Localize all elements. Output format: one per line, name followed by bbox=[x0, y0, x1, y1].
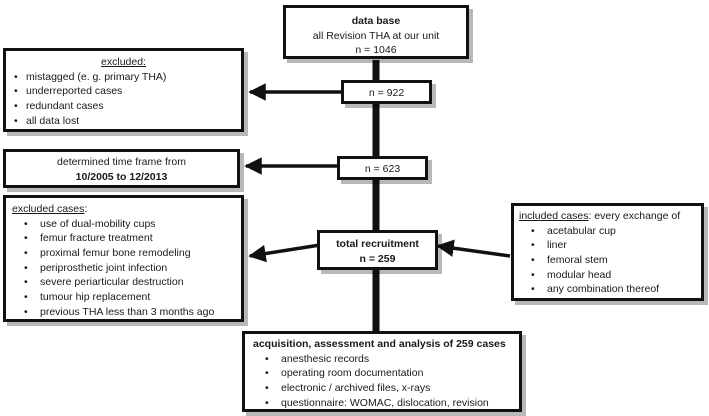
included-cases-list: acetabular cup liner femoral stem modula… bbox=[519, 224, 696, 297]
excluded-box: excluded: mistagged (e. g. primary THA) … bbox=[3, 48, 244, 132]
included-cases-heading: included cases: every exchange of bbox=[519, 209, 696, 224]
list-item: use of dual-mobility cups bbox=[12, 217, 235, 232]
list-item: any combination thereof bbox=[519, 282, 696, 297]
list-item: tumour hip replacement bbox=[12, 290, 235, 305]
list-item: mistagged (e. g. primary THA) bbox=[12, 70, 235, 85]
list-item: modular head bbox=[519, 268, 696, 283]
list-item: severe periarticular destruction bbox=[12, 275, 235, 290]
list-item: questionnaire: WOMAC, dislocation, revis… bbox=[253, 396, 511, 411]
included-cases-box: included cases: every exchange of acetab… bbox=[511, 203, 704, 301]
arrow-to-excluded-cases bbox=[248, 243, 321, 263]
list-item: redundant cases bbox=[12, 99, 235, 114]
list-item: electronic / archived files, x-rays bbox=[253, 381, 511, 396]
list-item: liner bbox=[519, 238, 696, 253]
total-recruitment-count: n = 259 bbox=[359, 252, 396, 265]
included-cases-suffix: : every exchange of bbox=[588, 210, 681, 222]
list-item: operating room documentation bbox=[253, 366, 511, 381]
list-item: all data lost bbox=[12, 114, 235, 129]
excluded-cases-list: use of dual-mobility cups femur fracture… bbox=[12, 217, 235, 320]
time-frame-box: determined time frame from 10/2005 to 12… bbox=[3, 149, 240, 188]
arrow-from-included-cases bbox=[436, 239, 511, 258]
acquisition-box: acquisition, assessment and analysis of … bbox=[242, 331, 522, 412]
list-item: periprosthetic joint infection bbox=[12, 261, 235, 276]
database-title: data base bbox=[351, 15, 401, 27]
excluded-cases-colon: : bbox=[84, 203, 88, 215]
list-item: femur fracture treatment bbox=[12, 231, 235, 246]
list-item: underreported cases bbox=[12, 84, 235, 99]
time-frame-label: determined time frame from bbox=[57, 156, 186, 168]
included-cases-title: included cases bbox=[519, 210, 589, 222]
list-item: anesthesic records bbox=[253, 352, 511, 367]
list-item: femoral stem bbox=[519, 253, 696, 268]
excluded-cases-heading: excluded cases: bbox=[12, 202, 235, 217]
database-box: data base all Revision THA at our unit n… bbox=[283, 5, 469, 59]
acquisition-list: anesthesic records operating room docume… bbox=[253, 352, 511, 411]
excluded-list: mistagged (e. g. primary THA) underrepor… bbox=[12, 70, 235, 129]
count-623-box: n = 623 bbox=[337, 156, 428, 180]
excluded-cases-title: excluded cases bbox=[12, 203, 85, 215]
list-item: proximal femur bone remodeling bbox=[12, 246, 235, 261]
total-recruitment-title: total recruitment bbox=[336, 238, 419, 250]
list-item: previous THA less than 3 months ago bbox=[12, 305, 235, 320]
database-subtitle: all Revision THA at our unit bbox=[312, 29, 440, 42]
count-922: n = 922 bbox=[368, 87, 405, 99]
database-count: n = 1046 bbox=[355, 44, 397, 57]
count-922-box: n = 922 bbox=[341, 80, 432, 104]
acquisition-title: acquisition, assessment and analysis of … bbox=[253, 338, 506, 350]
total-recruitment-box: total recruitment n = 259 bbox=[317, 230, 438, 270]
time-frame-range: 10/2005 to 12/2013 bbox=[75, 170, 168, 183]
excluded-cases-box: excluded cases: use of dual-mobility cup… bbox=[3, 195, 244, 322]
count-623: n = 623 bbox=[364, 163, 401, 175]
excluded-title: excluded: bbox=[101, 56, 146, 68]
list-item: acetabular cup bbox=[519, 224, 696, 239]
